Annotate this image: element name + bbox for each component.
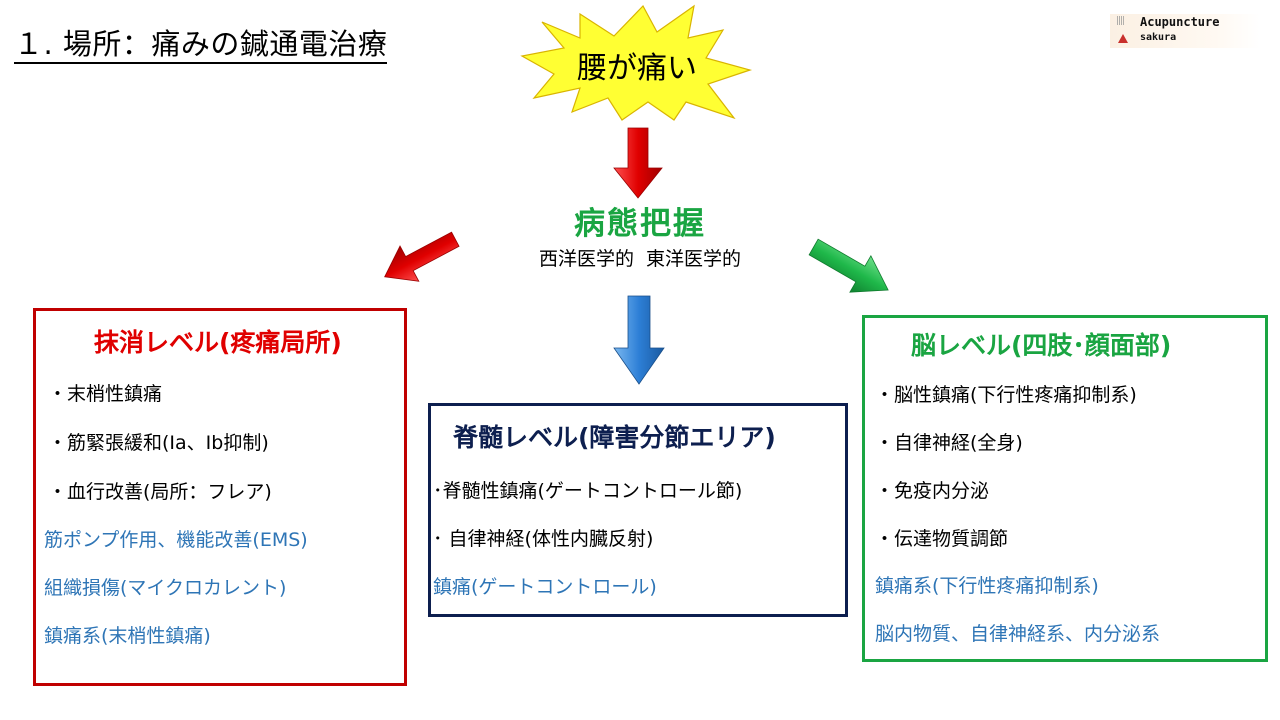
list-item: 鎮痛系(下行性疼痛抑制系) <box>875 575 1099 597</box>
arrow-down-blue <box>613 295 665 385</box>
diagnosis-heading: 病態把握 <box>574 206 706 242</box>
list-item: ・末梢性鎮痛 <box>48 383 163 405</box>
logo-mountain-icon <box>1118 34 1128 43</box>
brain-level-box: 脳レベル(四肢･顔面部) ・脳性鎮痛(下行性疼痛抑制系) ・自律神経(全身) ・… <box>862 315 1268 662</box>
list-item: ・免疫内分泌 <box>875 480 990 502</box>
list-item: 脳内物質、自律神経系、内分泌系 <box>875 623 1161 645</box>
explosion-burst-shape <box>520 4 753 121</box>
list-item: 筋ポンプ作用、機能改善(EMS) <box>44 529 308 551</box>
spinal-level-box: 脊髄レベル(障害分節エリア) ･脊髄性鎮痛(ゲートコントロール節) ･ 自律神経… <box>428 403 848 617</box>
acupuncture-sakura-logo: |||| Acupuncture sakura <box>1110 14 1260 48</box>
box-title: 脊髄レベル(障害分節エリア) <box>453 423 776 452</box>
burst-label: 腰が痛い <box>577 51 697 86</box>
list-item: 鎮痛(ゲートコントロール) <box>433 576 657 598</box>
list-item: 組織損傷(マイクロカレント) <box>44 577 287 599</box>
arrow-down-red <box>613 127 663 199</box>
logo-line2: sakura <box>1140 32 1177 43</box>
logo-needles-icon: |||| <box>1116 16 1125 26</box>
list-item: 鎮痛系(末梢性鎮痛) <box>44 625 211 647</box>
list-item: ・筋緊張緩和(Ⅰa、Ⅰb抑制) <box>48 432 269 454</box>
box-title: 脳レベル(四肢･顔面部) <box>911 331 1172 360</box>
box-title: 抹消レベル(疼痛局所) <box>94 328 342 357</box>
list-item: ・伝達物質調節 <box>875 528 1009 550</box>
peripheral-level-box: 抹消レベル(疼痛局所) ・末梢性鎮痛 ・筋緊張緩和(Ⅰa、Ⅰb抑制) ・血行改善… <box>33 308 407 686</box>
arrow-left-red <box>384 231 460 282</box>
list-item: ･脊髄性鎮痛(ゲートコントロール節) <box>433 480 743 502</box>
list-item: ・血行改善(局所：フレア) <box>48 481 272 503</box>
list-item: ・自律神経(全身) <box>875 432 1023 454</box>
logo-line1: Acupuncture <box>1140 15 1220 29</box>
list-item: ・脳性鎮痛(下行性疼痛抑制系) <box>875 384 1137 406</box>
list-item: ･ 自律神経(体性内臓反射) <box>433 528 654 550</box>
arrow-right-green <box>808 238 889 293</box>
diagnosis-subtitle: 西洋医学的 東洋医学的 <box>538 248 742 270</box>
page-title: １. 場所：痛みの鍼通電治療 <box>14 26 388 64</box>
